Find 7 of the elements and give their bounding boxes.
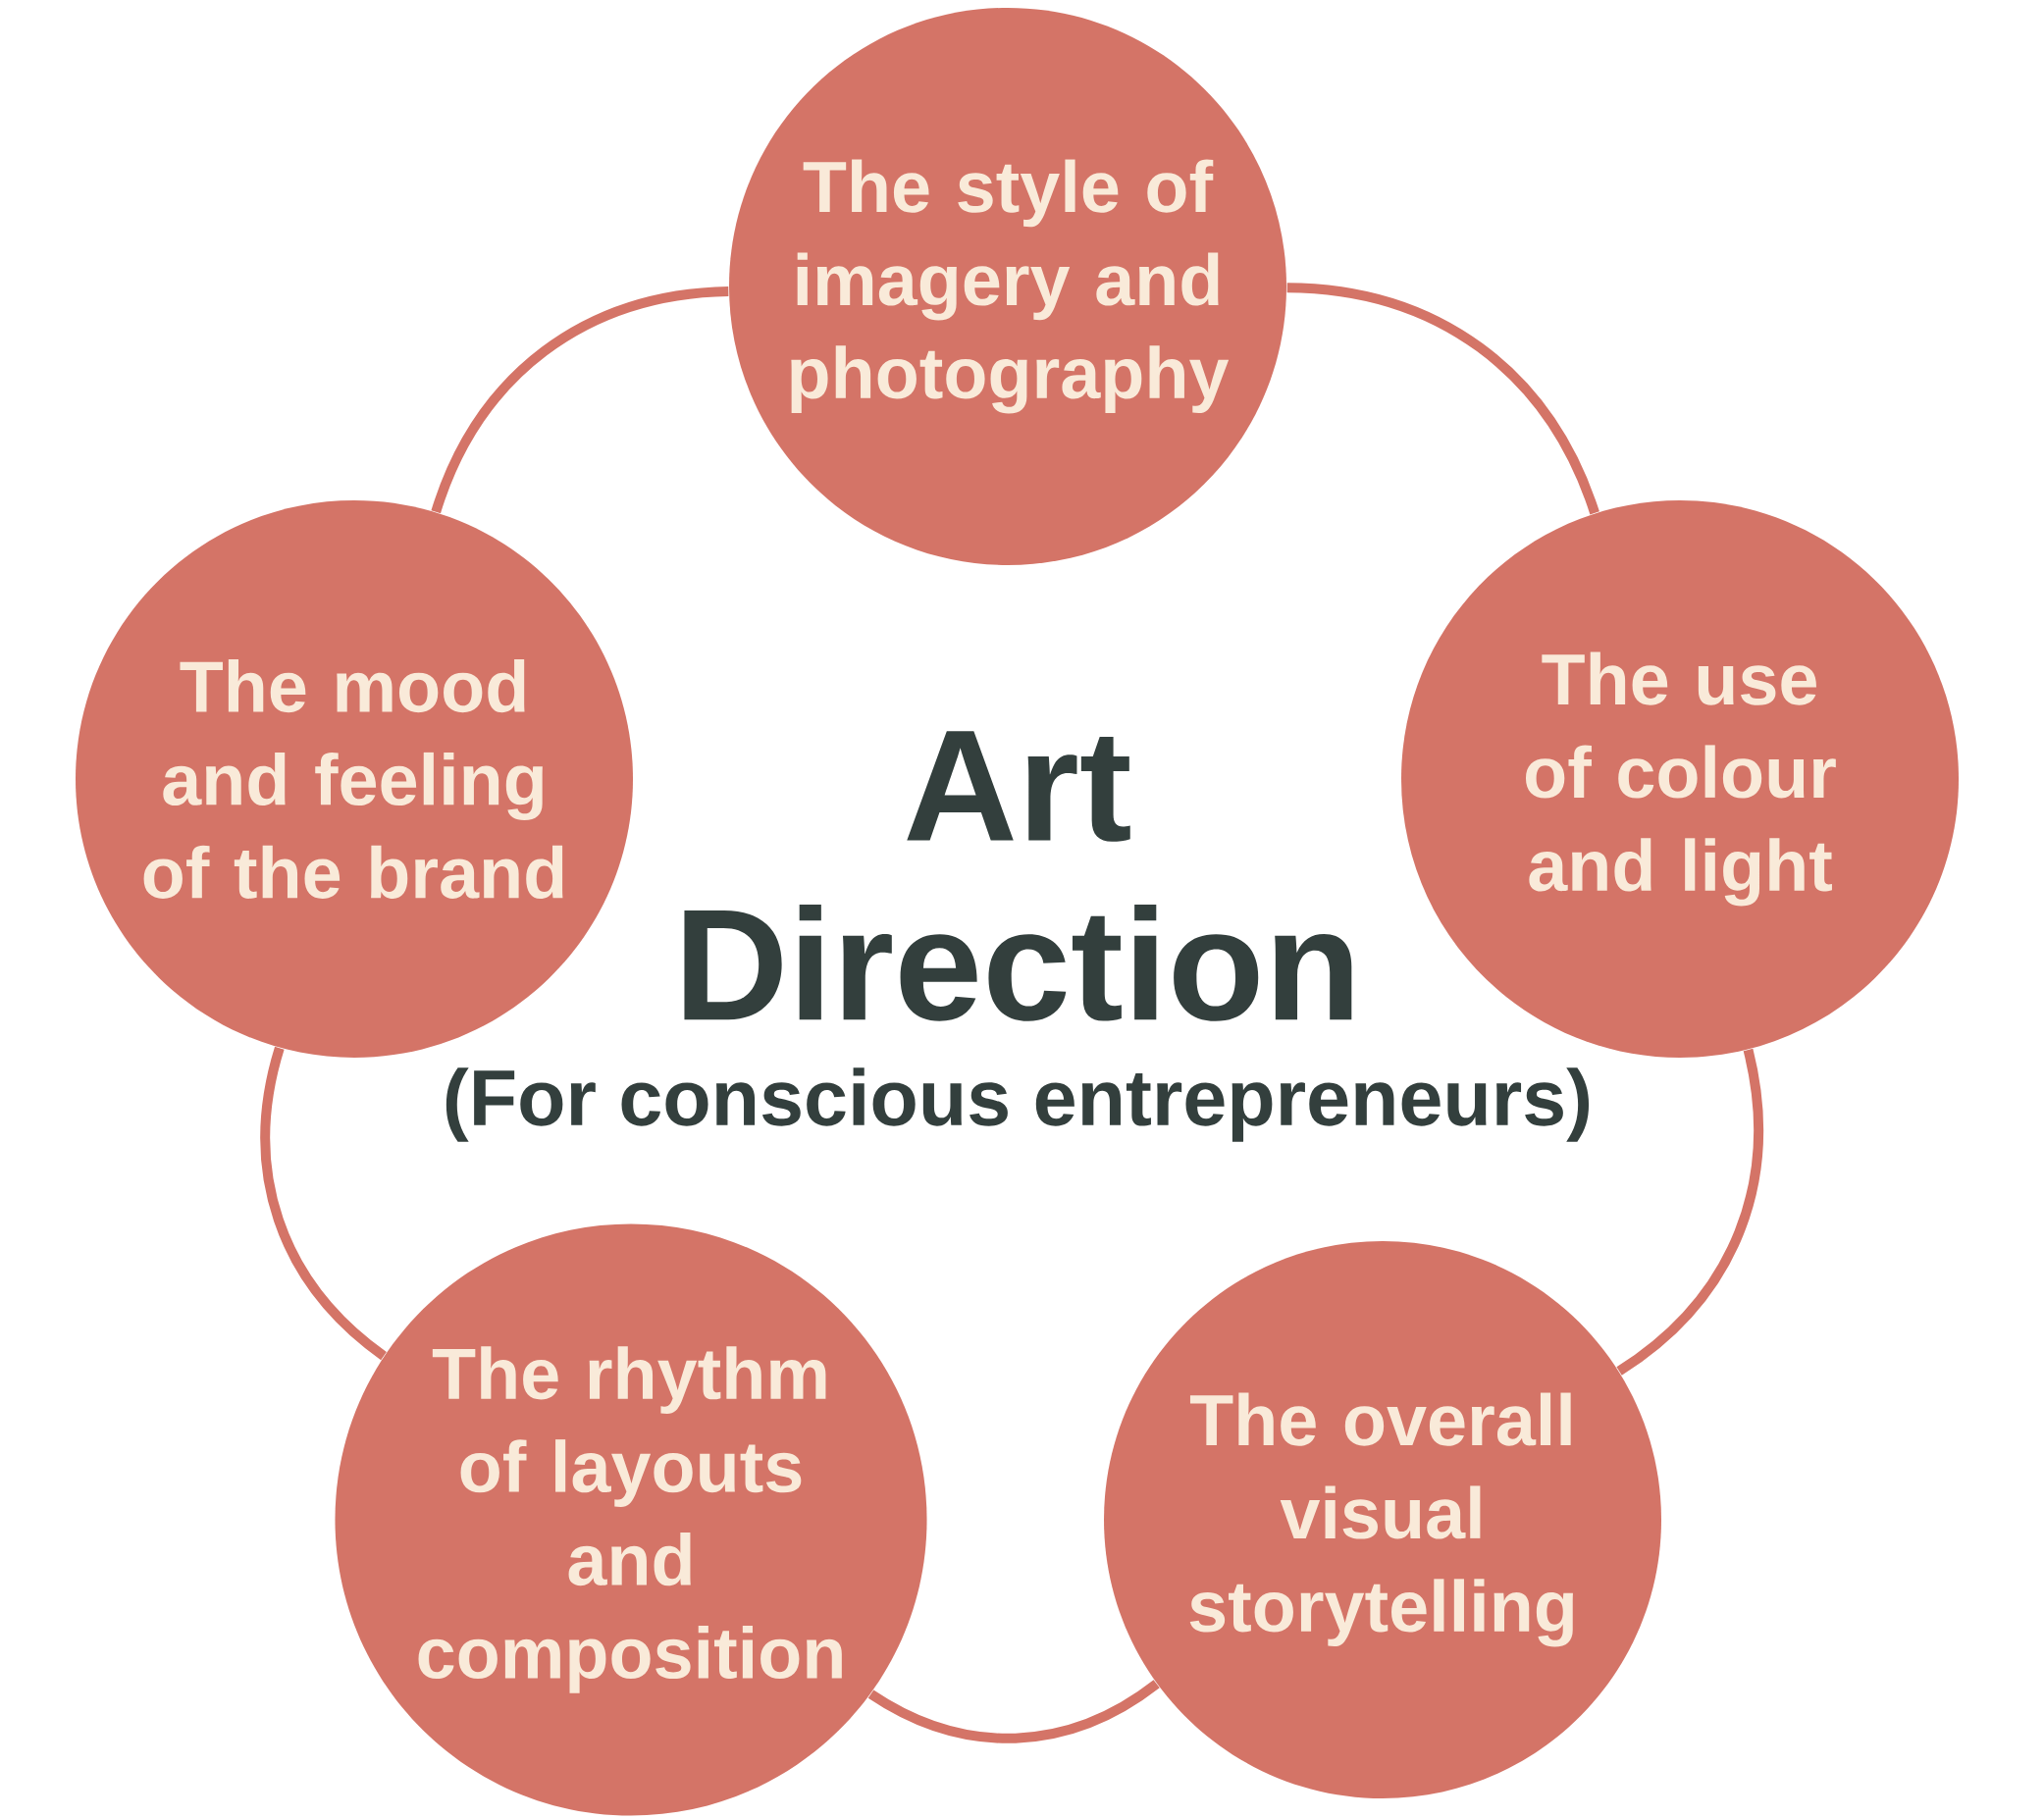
ring-arc [1286, 283, 1599, 515]
ring-arc [1616, 1049, 1763, 1376]
title: Art Direction [684, 731, 1352, 1021]
ring-arc [260, 1047, 388, 1361]
ring-arc [431, 286, 729, 514]
subtitle: (For conscious entrepreneurs) [445, 1067, 1590, 1142]
ring-arc [867, 1680, 1160, 1743]
